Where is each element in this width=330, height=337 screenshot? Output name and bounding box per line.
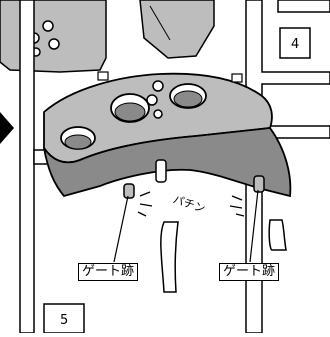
dashboard-part [44,72,290,198]
part-number-4: 4 [291,37,299,52]
gate-mark-label-right: ゲート跡 [219,263,279,281]
part-number-5: 5 [60,313,68,328]
sprue-part-top-left [0,0,106,72]
gate-mark-label-left: ゲート跡 [78,263,138,281]
direction-arrow [0,112,14,144]
leader-line-left [114,196,128,262]
sprue-part-top-right [140,0,214,58]
